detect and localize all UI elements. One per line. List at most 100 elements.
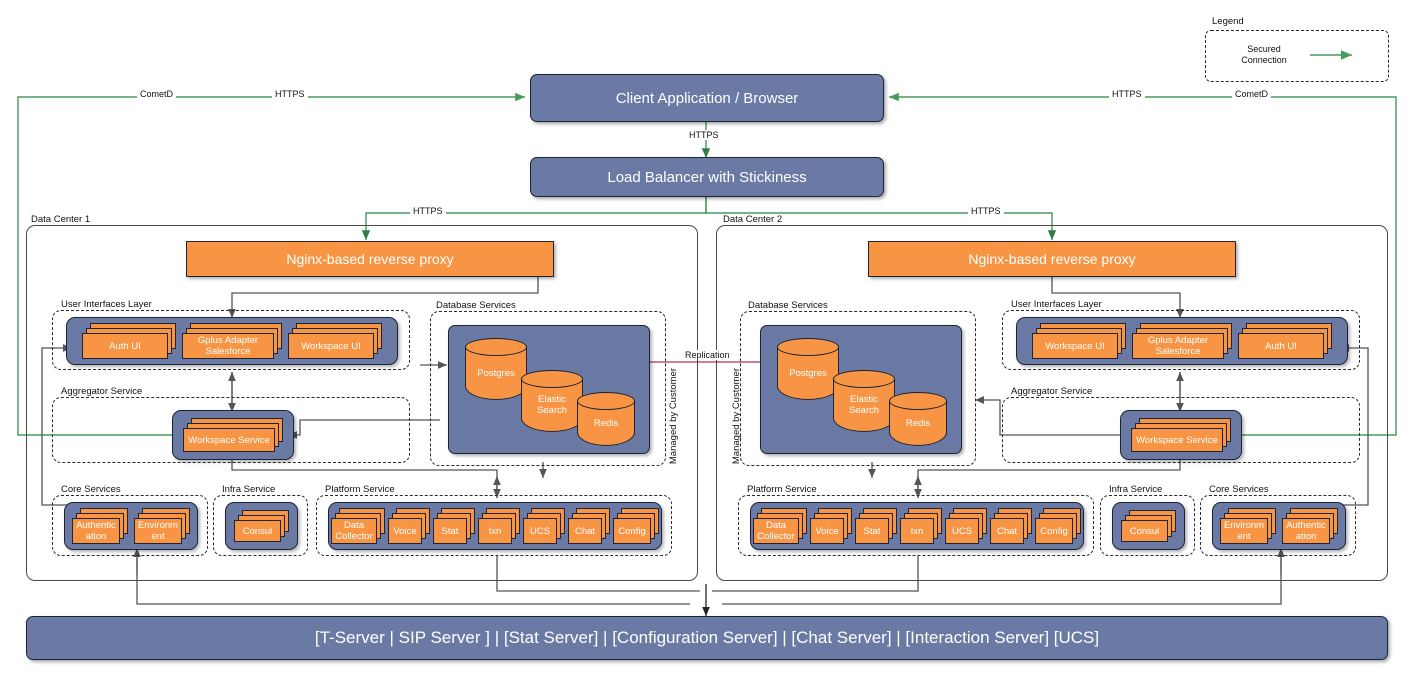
dc2-tile-stat[interactable]: Stat xyxy=(855,508,897,544)
legend-label-line1: Secured xyxy=(1247,44,1281,54)
replication-label: Replication xyxy=(682,350,733,360)
legend-label-line2: Connection xyxy=(1241,55,1287,65)
dc2-tile-config[interactable]: Config xyxy=(1035,508,1081,544)
tile-label: Data Collector xyxy=(753,518,799,544)
dc2-infra-group xyxy=(1100,495,1195,556)
tile-label: Ixn xyxy=(900,518,934,544)
dc1-core-pill: Authentic ation Environm ent xyxy=(64,502,198,550)
wire-label-right-cometd: CometD xyxy=(1232,89,1272,99)
dc1-db-elasticsearch[interactable]: Elastic Search xyxy=(521,370,583,432)
tile-label: Workspace Service xyxy=(1131,428,1223,452)
dc2-tile-auth-ui[interactable]: Auth UI xyxy=(1238,323,1332,359)
dc2-tile-data-collector[interactable]: Data Collector xyxy=(753,508,807,544)
backend-servers-bar[interactable]: [T-Server | SIP Server ] | [Stat Server]… xyxy=(26,616,1388,660)
dc1-db-postgres[interactable]: Postgres xyxy=(465,338,527,400)
client-application-box[interactable]: Client Application / Browser xyxy=(530,74,884,122)
dc1-tile-workspace-service[interactable]: Workspace Service xyxy=(183,418,283,452)
dc2-tile-chat[interactable]: Chat xyxy=(990,508,1032,544)
dc2-tile-workspace-service[interactable]: Workspace Service xyxy=(1131,418,1231,452)
dc1-infra-label: Infra Service xyxy=(219,484,279,495)
dc1-tile-ixn[interactable]: Ixn xyxy=(478,508,520,544)
dc2-tile-authentication[interactable]: Authentic ation xyxy=(1282,508,1338,544)
dc1-tile-gplus-adapter[interactable]: Gplus Adapter Salesforce xyxy=(182,323,282,359)
tile-label: Voice xyxy=(810,518,844,544)
dc1-tile-config[interactable]: Config xyxy=(613,508,659,544)
tile-label: Workspace UI xyxy=(1032,333,1118,359)
dc1-tile-stat[interactable]: Stat xyxy=(433,508,475,544)
dc1-database-label: Database Services xyxy=(433,300,519,311)
dc1-tile-voice[interactable]: Voice xyxy=(388,508,430,544)
dc1-tile-workspace-ui[interactable]: Workspace UI xyxy=(288,323,382,359)
dc2-ui-layer-group xyxy=(1002,310,1360,370)
cylinder-top xyxy=(833,370,895,388)
dc2-database-cluster: Postgres Elastic Search Redis xyxy=(760,325,962,454)
cylinder-top xyxy=(465,338,527,356)
dc1-database-group xyxy=(430,311,666,466)
tile-label: Environm ent xyxy=(1220,518,1268,544)
tile-label: Data Collector xyxy=(331,518,377,544)
tile-label: Chat xyxy=(990,518,1024,544)
dc1-aggregator-pill: Workspace Service xyxy=(172,410,294,460)
dc1-db-redis[interactable]: Redis xyxy=(577,392,635,446)
dc2-db-redis[interactable]: Redis xyxy=(889,392,947,446)
tile-label: Stat xyxy=(433,518,467,544)
dc2-aggregator-label: Aggregator Service xyxy=(1008,386,1096,397)
dc1-aggregator-label: Aggregator Service xyxy=(58,386,146,397)
dc1-tile-authentication[interactable]: Authentic ation xyxy=(72,508,128,544)
legend-box xyxy=(1205,30,1389,82)
dc1-platform-pill: Data Collector Voice Stat Ixn UCS Chat C… xyxy=(328,502,662,550)
dc2-tile-gplus-adapter[interactable]: Gplus Adapter Salesforce xyxy=(1132,323,1232,359)
dc1-ui-layer-label: User Interfaces Layer xyxy=(58,299,155,310)
dc2-db-postgres[interactable]: Postgres xyxy=(777,338,839,400)
cylinder-top xyxy=(521,370,583,388)
tile-label: Gplus Adapter Salesforce xyxy=(1132,333,1224,359)
dc2-platform-label: Platform Service xyxy=(744,484,820,495)
tile-label: Voice xyxy=(388,518,422,544)
load-balancer-box[interactable]: Load Balancer with Stickiness xyxy=(530,157,884,197)
dc1-tile-chat[interactable]: Chat xyxy=(568,508,610,544)
dc1-managed-by-customer: Managed by Customer xyxy=(668,368,679,465)
dc2-tile-ucs[interactable]: UCS xyxy=(945,508,987,544)
dc1-nginx-proxy[interactable]: Nginx-based reverse proxy xyxy=(186,241,554,277)
tile-label: Config xyxy=(1035,518,1073,544)
dc1-infra-pill: Consul xyxy=(225,502,298,550)
dc1-ui-layer-group xyxy=(52,310,410,370)
tile-label: Config xyxy=(613,518,651,544)
dc2-db-elasticsearch[interactable]: Elastic Search xyxy=(833,370,895,432)
tile-label: Auth UI xyxy=(82,333,168,359)
wire-label-left-cometd: CometD xyxy=(137,89,177,99)
dc1-infra-group xyxy=(213,495,308,556)
dc2-tile-ixn[interactable]: Ixn xyxy=(900,508,942,544)
cylinder-top xyxy=(777,338,839,356)
tile-label: Workspace Service xyxy=(183,428,275,452)
dc1-tile-consul[interactable]: Consul xyxy=(234,510,289,542)
cylinder-top xyxy=(577,392,635,410)
dc2-aggregator-pill: Workspace Service xyxy=(1120,410,1242,460)
dc1-tile-auth-ui[interactable]: Auth UI xyxy=(82,323,176,359)
tile-label: Authentic ation xyxy=(72,518,120,544)
dc2-tile-environment[interactable]: Environm ent xyxy=(1220,508,1276,544)
dc2-infra-pill: Consul xyxy=(1112,502,1185,550)
tile-label: Workspace UI xyxy=(288,333,374,359)
tile-label: UCS xyxy=(945,518,979,544)
dc2-infra-label: Infra Service xyxy=(1106,484,1166,495)
dc2-core-pill: Environm ent Authentic ation xyxy=(1212,502,1346,550)
tile-label: Consul xyxy=(234,520,281,542)
dc1-core-label: Core Services xyxy=(58,484,124,495)
dc2-nginx-proxy[interactable]: Nginx-based reverse proxy xyxy=(868,241,1236,277)
dc2-tile-workspace-ui[interactable]: Workspace UI xyxy=(1032,323,1126,359)
dc1-tile-environment[interactable]: Environm ent xyxy=(134,508,190,544)
dc2-core-label: Core Services xyxy=(1206,484,1272,495)
dc1-tile-data-collector[interactable]: Data Collector xyxy=(331,508,385,544)
dc2-tile-voice[interactable]: Voice xyxy=(810,508,852,544)
dc1-platform-label: Platform Service xyxy=(322,484,398,495)
dc1-tile-ucs[interactable]: UCS xyxy=(523,508,565,544)
datacenter-1-frame xyxy=(26,225,698,581)
dc2-tile-consul[interactable]: Consul xyxy=(1121,510,1176,542)
tile-label: Auth UI xyxy=(1238,333,1324,359)
dc1-core-group xyxy=(52,495,208,556)
wire-label-client-lb: HTTPS xyxy=(686,130,722,140)
legend-title: Legend xyxy=(1212,16,1244,27)
dc2-platform-group xyxy=(738,495,1094,556)
